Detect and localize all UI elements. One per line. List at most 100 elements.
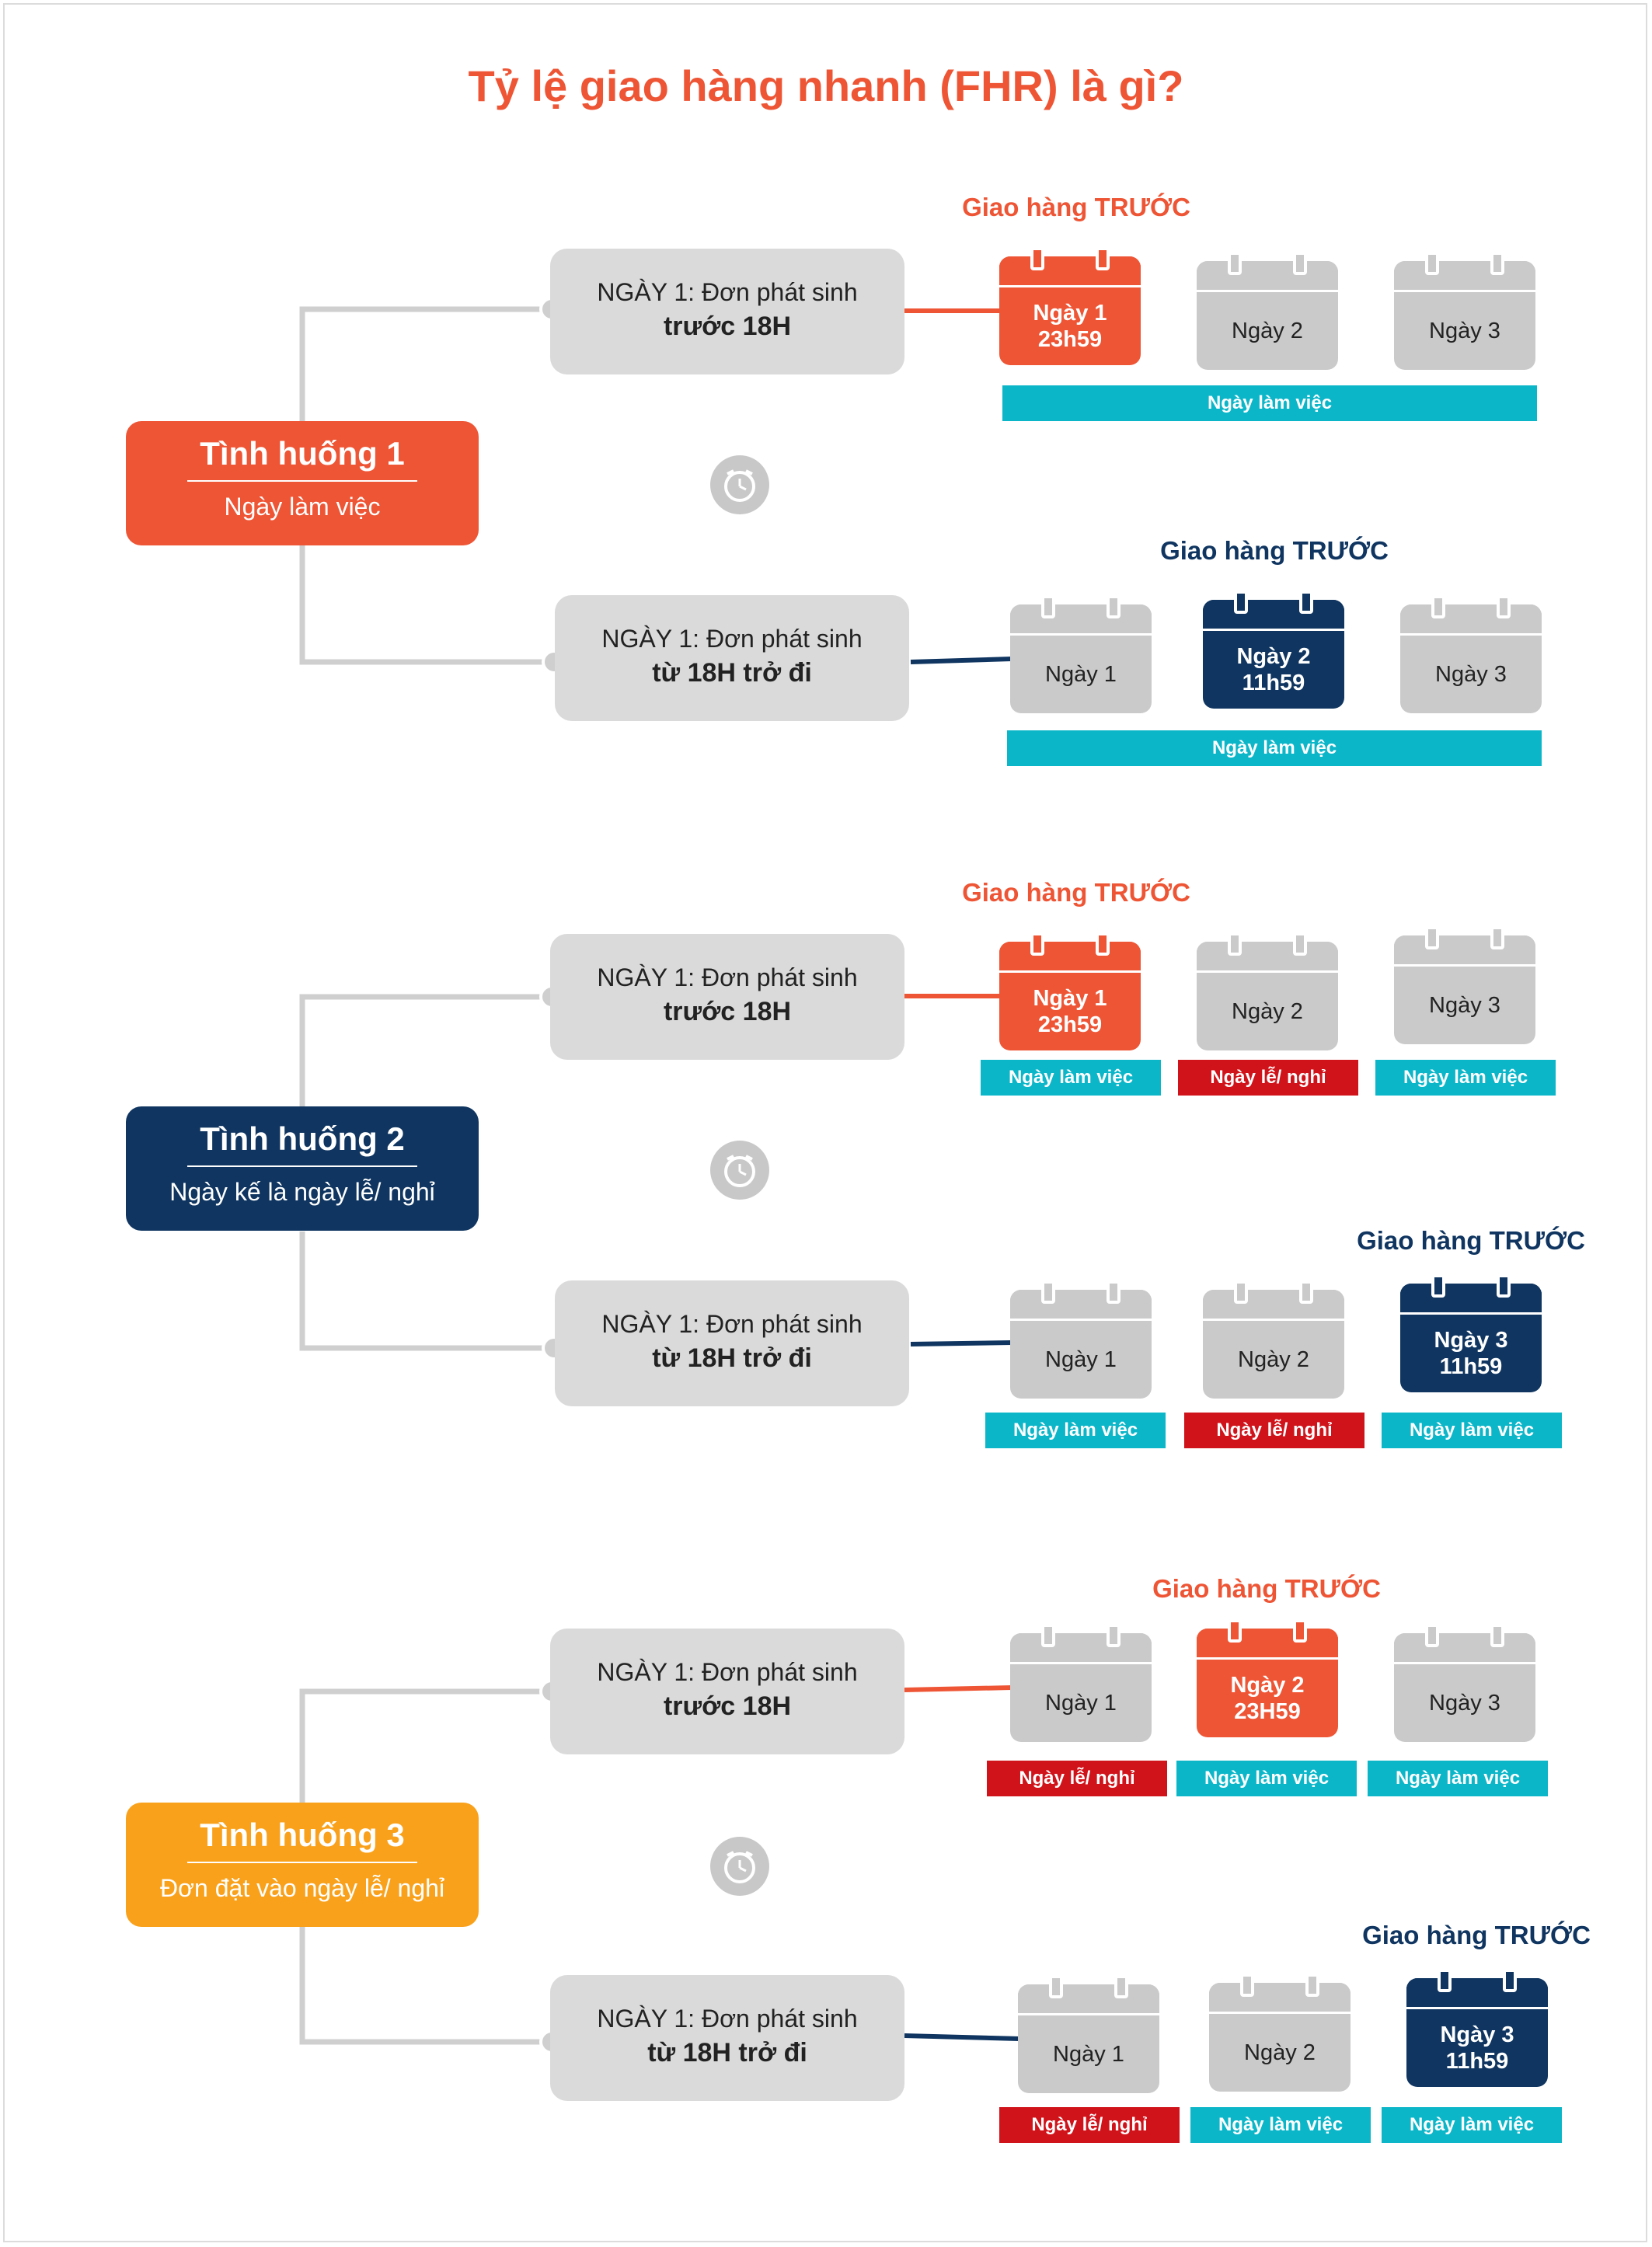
calendar-icon: Ngày 3 [1394,252,1535,370]
order-line-1: NGÀY 1: Đơn phát sinh [597,278,858,306]
tree-connector [299,1231,554,1351]
calendar-icon: Ngày 2 [1197,252,1338,370]
case-subtitle: Đơn đặt vào ngày lễ/ nghỉ [159,1874,445,1902]
day-label: Ngày 3 [1440,2022,1514,2047]
order-line-2: trước 18H [663,312,792,341]
tree-connector [299,544,554,665]
calendar-icon: Ngày 1 [1018,1975,1159,2093]
day-label: Ngày 3 [1429,1691,1500,1716]
case-1-box: Tình huống 1 Ngày làm việc [126,421,479,545]
divider [187,1862,417,1863]
order-line-1: NGÀY 1: Đơn phát sinh [597,1658,858,1686]
order-line-2: từ 18H trở đi [647,2038,807,2068]
day-time: 23h59 [1037,1012,1103,1037]
clock-icon [710,455,769,514]
day-label: Ngày 1 [1033,986,1107,1011]
page-title: Tỷ lệ giao hàng nhanh (FHR) là gì? [468,61,1184,110]
case-subtitle: Ngày kế là ngày lễ/ nghỉ [169,1178,435,1206]
status-bar: Ngày làm việc [1368,1761,1548,1796]
status-bar: Ngày lễ/ nghỉ [987,1761,1167,1796]
day-label: Ngày 1 [1045,1347,1117,1372]
status-bar: Ngày làm việc [1007,730,1542,766]
link-line [904,2033,1020,2041]
order-line-2: từ 18H trở đi [652,658,812,688]
status-bar: Ngày lễ/ nghỉ [1184,1413,1364,1448]
order-line-1: NGÀY 1: Đơn phát sinh [597,963,858,991]
status-bar: Ngày làm việc [985,1413,1166,1448]
calendar-icon: Ngày 1 [1010,1624,1152,1742]
divider [187,1165,417,1167]
order-pill: NGÀY 1: Đơn phát sinh từ 18H trở đi [555,595,909,721]
day-label: Ngày 2 [1238,1347,1309,1372]
order-line-1: NGÀY 1: Đơn phát sinh [601,1310,863,1338]
status-bar: Ngày làm việc [981,1060,1161,1096]
status-bar: Ngày làm việc [1002,385,1537,421]
day-label: Ngày 1 [1045,662,1117,687]
tree-connector [299,994,552,1107]
calendar-icon: Ngày 2 [1197,932,1338,1050]
status-bar: Ngày lễ/ nghỉ [999,2107,1180,2143]
order-line-1: NGÀY 1: Đơn phát sinh [597,2005,858,2033]
order-pill: NGÀY 1: Đơn phát sinh trước 18H [550,1629,904,1754]
day-time: 11h59 [1445,2049,1509,2074]
clock-icon [710,1837,769,1896]
day-label: Ngày 2 [1236,644,1311,669]
day-label: Ngày 3 [1429,993,1500,1018]
day-label: Ngày 3 [1434,1328,1508,1353]
calendar-icon: Ngày 2 [1209,1974,1351,2092]
status-bar: Ngày lễ/ nghỉ [1178,1060,1358,1096]
case-3-box: Tình huống 3 Đơn đặt vào ngày lễ/ nghỉ [126,1803,479,1927]
day-label: Ngày 1 [1045,1691,1117,1716]
link-line [910,1340,1012,1346]
page-frame [3,3,1647,2242]
day-time: 23H59 [1234,1699,1301,1724]
day-label: Ngày 2 [1230,1673,1305,1698]
case-title: Tình huống 1 [200,435,405,472]
deliver-label: Giao hàng TRƯỚC [962,193,1190,221]
deliver-label: Giao hàng TRƯỚC [1152,1574,1381,1603]
status-bar: Ngày làm việc [1382,2107,1562,2143]
status-bar: Ngày làm việc [1176,1761,1357,1796]
clock-icon [710,1141,769,1200]
calendar-icon: Ngày 1 [1010,595,1152,713]
deliver-label: Giao hàng TRƯỚC [1160,536,1389,565]
tree-connector [299,306,552,424]
case-subtitle: Ngày làm việc [224,493,381,521]
deliver-label: Giao hàng TRƯỚC [962,878,1190,907]
order-line-2: từ 18H trở đi [652,1343,812,1373]
day-label: Ngày 2 [1244,2040,1316,2065]
day-label: Ngày 3 [1435,662,1507,687]
order-pill: NGÀY 1: Đơn phát sinh từ 18H trở đi [555,1280,909,1406]
order-line-2: trước 18H [663,1691,792,1721]
calendar-icon: Ngày 3 [1394,926,1535,1044]
day-time: 11h59 [1242,671,1305,695]
day-label: Ngày 1 [1033,301,1107,326]
day-label: Ngày 1 [1053,2042,1124,2067]
order-pill: NGÀY 1: Đơn phát sinh từ 18H trở đi [550,1975,904,2101]
day-label: Ngày 2 [1232,999,1303,1024]
divider [187,480,417,482]
calendar-icon: Ngày 3 [1394,1624,1535,1742]
day-time: 23h59 [1037,327,1103,352]
calendar-icon: Ngày 3 [1400,595,1542,713]
case-title: Tình huống 2 [200,1120,405,1157]
status-bar: Ngày làm việc [1375,1060,1556,1096]
order-line-1: NGÀY 1: Đơn phát sinh [601,625,863,653]
deliver-label: Giao hàng TRƯỚC [1357,1226,1585,1255]
calendar-icon: Ngày 1 [1010,1280,1152,1399]
case-title: Tình huống 3 [200,1817,405,1853]
status-bar: Ngày làm việc [1382,1413,1562,1448]
day-time: 11h59 [1439,1354,1503,1379]
day-label: Ngày 3 [1429,319,1500,343]
link-line [910,657,1012,664]
order-pill: NGÀY 1: Đơn phát sinh trước 18H [550,934,904,1060]
tree-connector [299,1688,552,1804]
tree-connector [299,1927,552,2045]
day-label: Ngày 2 [1232,319,1303,343]
calendar-icon: Ngày 2 [1203,1280,1344,1399]
